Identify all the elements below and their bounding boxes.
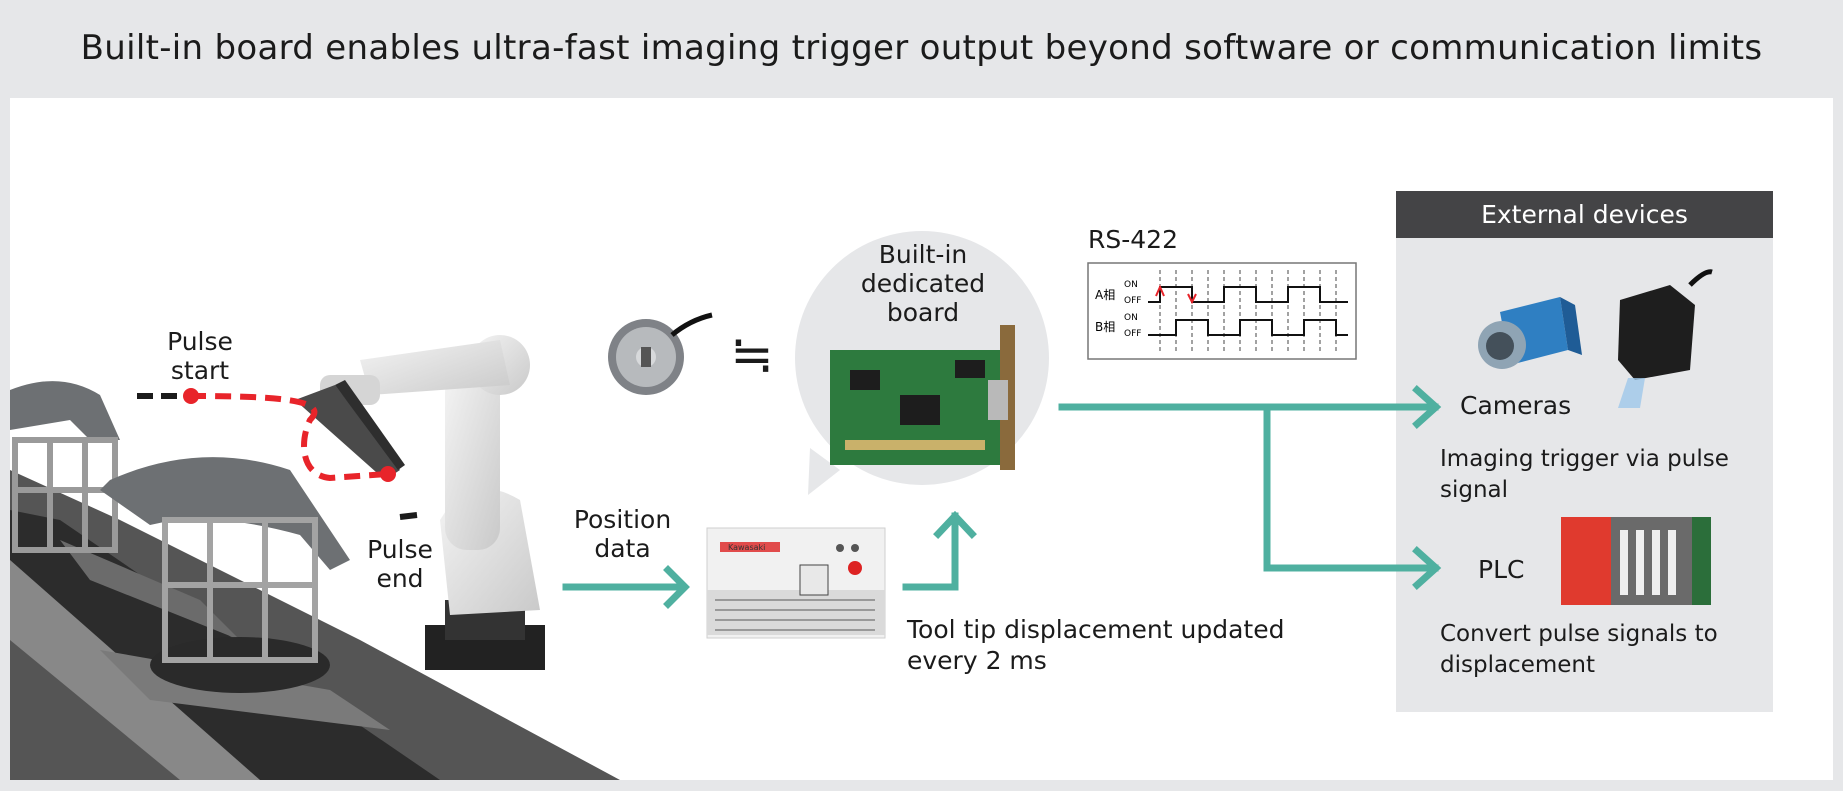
external-devices-header: External devices (1396, 191, 1773, 238)
robot-controller (706, 527, 886, 639)
builtin-board-label: Built-in dedicated board (860, 240, 986, 327)
position-data-label: Position data (573, 505, 672, 563)
camera-device (1478, 297, 1582, 369)
phase-b-off-label: OFF (1124, 329, 1142, 339)
laser-sensor-device (1618, 269, 1713, 408)
phase-b-label: B相 (1095, 320, 1116, 334)
plc-device (1561, 517, 1711, 605)
dedicated-board (830, 325, 1015, 470)
cameras-label: Cameras (1460, 391, 1572, 420)
plc-label: PLC (1478, 555, 1525, 584)
pulse-start-label: Pulse start (167, 327, 233, 385)
cameras-description: Imaging trigger via pulse signal (1440, 446, 1729, 503)
phase-a-on-label: ON (1124, 280, 1138, 290)
robot-arm (295, 335, 545, 670)
plc-description: Convert pulse signals to displacement (1440, 621, 1718, 678)
pulse-path (137, 388, 418, 520)
part-fixture-2 (100, 457, 350, 693)
external-devices-box (1396, 238, 1773, 712)
phase-b-on-label: ON (1124, 313, 1138, 323)
rs422-waveform (1087, 262, 1357, 360)
tool-tip-label: Tool tip displacement updated every 2 ms (907, 615, 1285, 675)
part-fixture-1 (10, 381, 120, 553)
approx-equal-symbol: ≒ (730, 325, 774, 385)
flow-arrows (562, 385, 1442, 609)
phase-a-off-label: OFF (1124, 296, 1142, 306)
phase-a-label: A相 (1095, 288, 1116, 302)
controller-brand-logo: Kawasaki (728, 543, 766, 552)
pulse-end-label: Pulse end (367, 535, 433, 593)
page-title: Built-in board enables ultra-fast imagin… (80, 28, 1763, 68)
rs422-label: RS-422 (1088, 225, 1178, 254)
encoder-device (608, 312, 713, 395)
